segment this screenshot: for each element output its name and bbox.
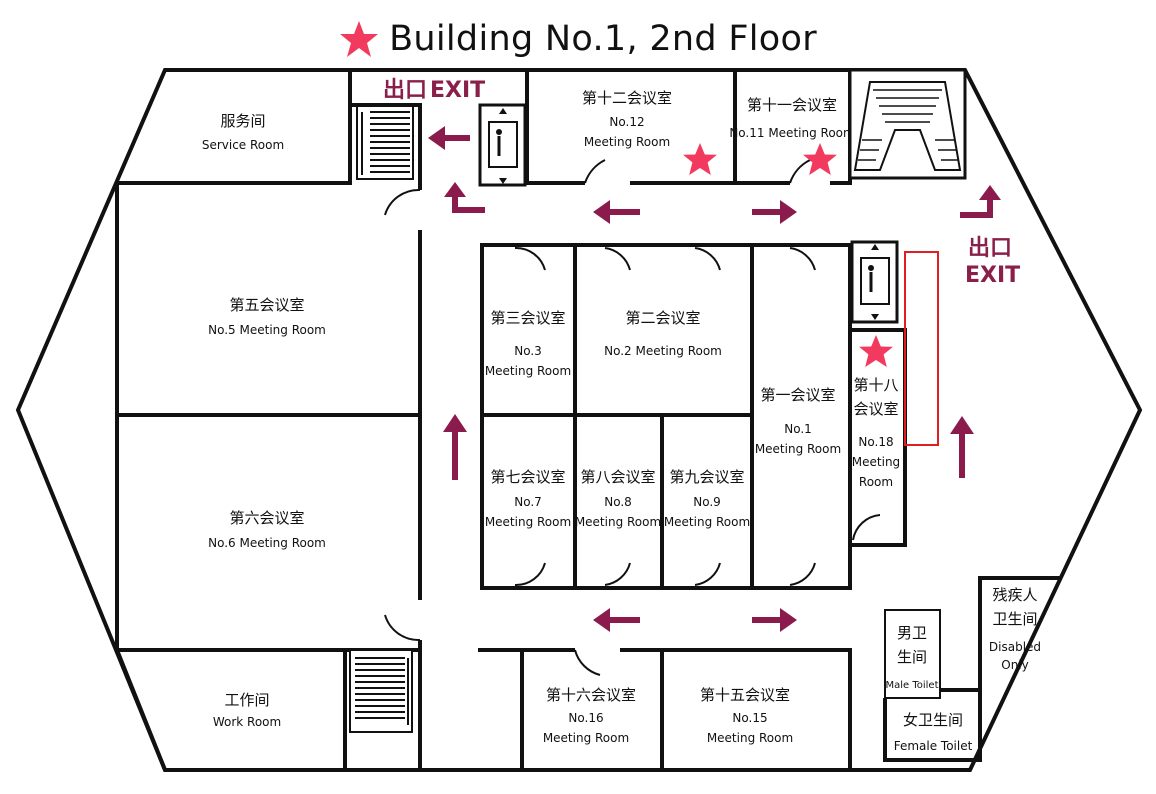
room-label: 第十八 [853, 376, 898, 394]
stairs-icon [349, 649, 413, 733]
exit-right: 出口 EXIT [965, 236, 1020, 288]
room-label: No.16 [568, 711, 603, 725]
room-label: No.11 Meeting Room [729, 126, 854, 140]
room-label: No.2 Meeting Room [604, 344, 722, 358]
meeting-room-1: 第一会议室 No.1 Meeting Room [755, 386, 841, 456]
meeting-room-8: 第八会议室 No.8 Meeting Room [575, 468, 661, 529]
meeting-room-6: 第六会议室 No.6 Meeting Room [208, 509, 326, 550]
arrow-left-icon [593, 608, 640, 632]
room-label: No.12 [609, 115, 644, 129]
room-label: 男卫 [897, 624, 927, 642]
room-label: 第七会议室 [490, 468, 565, 486]
arrow-up-icon [443, 414, 467, 480]
room-label: No.3 [514, 344, 542, 358]
room-label: Meeting Room [543, 731, 629, 745]
room-label: 会议室 [853, 400, 898, 418]
meeting-room-11: 第十一会议室 No.11 Meeting Room [729, 70, 855, 185]
room-label: Work Room [213, 715, 281, 729]
exit-top: 出口 EXIT [383, 78, 485, 103]
stairs-icon [356, 104, 414, 180]
elevator-icon [850, 240, 899, 324]
female-toilet: 女卫生间 Female Toilet [883, 688, 982, 762]
star-icon [683, 143, 717, 175]
central-block [480, 243, 852, 590]
room-label: 第三会议室 [490, 309, 565, 327]
service-room: 服务间 Service Room [117, 68, 352, 185]
meeting-room-15: 第十五会议室 No.15 Meeting Room [662, 648, 852, 770]
disabled-toilet: 残疾人 卫生间 Disabled Only [978, 576, 1062, 760]
room-label: No.18 [858, 435, 893, 449]
room-label: 第五会议室 [229, 296, 304, 314]
room-label: Only [1001, 658, 1029, 672]
room-label: EXIT [965, 263, 1020, 288]
stairs-icon [848, 68, 967, 180]
room-label: 第十一会议室 [747, 96, 837, 114]
room-label: No.8 [604, 495, 632, 509]
room-label: No.5 Meeting Room [208, 323, 326, 337]
room-label: 第二会议室 [625, 309, 700, 327]
room-label: Meeting Room [485, 364, 571, 378]
room-label: Room [859, 475, 893, 489]
room-label: Meeting Room [485, 515, 571, 529]
room-label: 第十五会议室 [700, 686, 790, 704]
meeting-room-9: 第九会议室 No.9 Meeting Room [664, 468, 750, 529]
room-label: Disabled [989, 640, 1041, 654]
room-label: Meeting Room [707, 731, 793, 745]
room-label: No.6 Meeting Room [208, 536, 326, 550]
star-icon [803, 143, 837, 175]
room-label: 第六会议室 [229, 509, 304, 527]
room-label: 第九会议室 [669, 468, 744, 486]
room-label: Meeting Room [584, 135, 670, 149]
arrow-up-icon [950, 416, 974, 478]
star-icon [859, 335, 893, 367]
direction-arrows [428, 126, 1001, 632]
room-label: 残疾人 [992, 586, 1037, 604]
room-label: 出口 [968, 236, 1012, 261]
meeting-room-3: 第三会议室 No.3 Meeting Room [485, 309, 571, 378]
room-label: No.9 [693, 495, 721, 509]
star-icon [340, 21, 379, 57]
room-label: Female Toilet [894, 739, 973, 753]
arrow-up-icon [444, 182, 485, 213]
meeting-room-2: 第二会议室 No.2 Meeting Room [604, 309, 722, 358]
meeting-room-5: 第五会议室 No.5 Meeting Room [115, 183, 422, 652]
room-label: No.15 [732, 711, 767, 725]
building-outline [15, 68, 1143, 772]
room-label: EXIT [430, 78, 485, 103]
map-title: Building No.1, 2nd Floor [0, 14, 1156, 64]
room-label: Meeting Room [664, 515, 750, 529]
room-label: No.1 [784, 422, 812, 436]
room-label: Meeting [852, 455, 900, 469]
room-label: 第十二会议室 [582, 89, 672, 107]
arrow-right-icon [752, 200, 797, 224]
meeting-room-12: 第十二会议室 No.12 Meeting Room [525, 70, 737, 185]
meeting-room-7: 第七会议室 No.7 Meeting Room [485, 468, 571, 529]
room-label: Meeting Room [755, 442, 841, 456]
room-label: Meeting Room [575, 515, 661, 529]
arrow-left-icon [428, 126, 470, 150]
room-label: 出口 [383, 78, 427, 103]
room-label: 生间 [897, 648, 927, 666]
highlight-corridor [904, 251, 939, 446]
room-label: 女卫生间 [903, 711, 963, 729]
room-label: 工作间 [224, 691, 269, 709]
male-toilet: 男卫 生间 Male Toilet [884, 609, 941, 699]
meeting-room-16: 第十六会议室 No.16 Meeting Room [478, 648, 664, 770]
room-label: Male Toilet [885, 680, 938, 691]
arrow-right-icon [752, 608, 797, 632]
room-label: 服务间 [220, 112, 265, 130]
arrow-up-icon [960, 185, 1001, 218]
arrow-left-icon [593, 200, 640, 224]
meeting-room-18: 第十八 会议室 No.18 Meeting Room [850, 328, 907, 547]
room-label: No.7 [514, 495, 542, 509]
room-label: 第十六会议室 [546, 686, 636, 704]
map-title-text: Building No.1, 2nd Floor [389, 19, 817, 59]
room-label: 卫生间 [992, 610, 1037, 628]
elevator-icon [478, 103, 527, 187]
work-room: 工作间 Work Room [115, 649, 347, 771]
room-label: Service Room [202, 138, 284, 152]
room-label: 第八会议室 [580, 468, 655, 486]
room-label: 第一会议室 [760, 386, 835, 404]
